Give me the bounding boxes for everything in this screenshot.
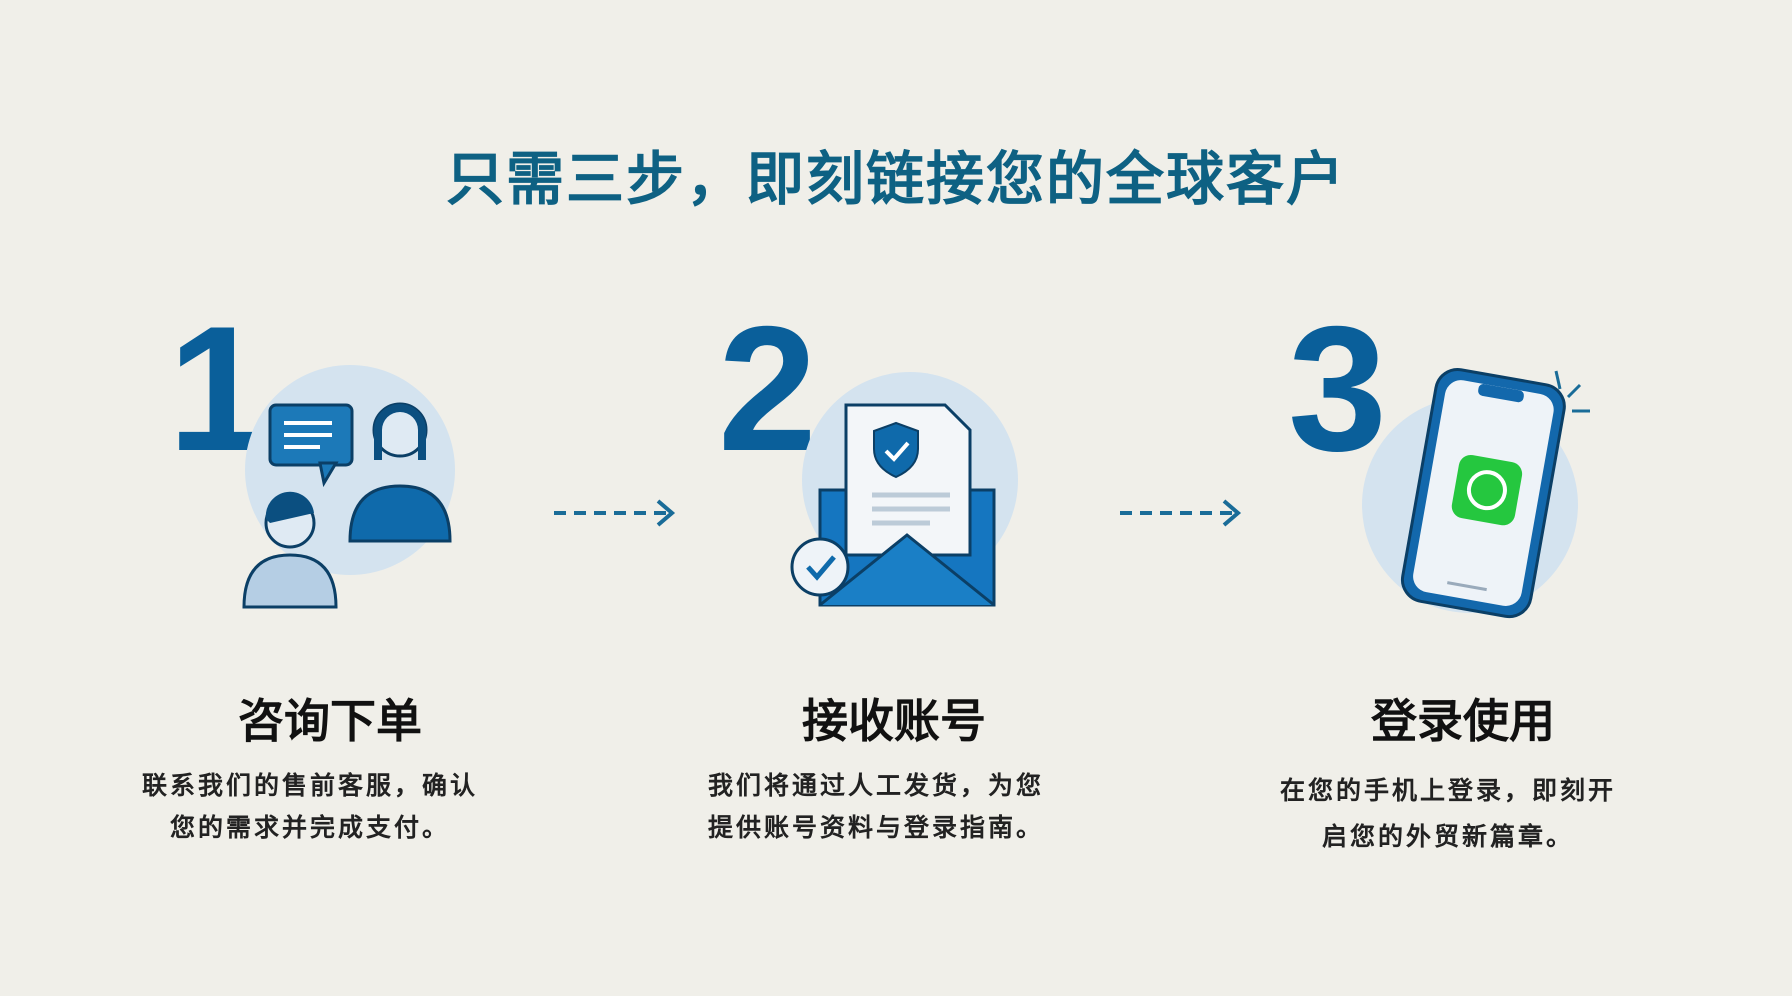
customer-service-chat-icon xyxy=(242,365,455,609)
dashed-arrow-icon xyxy=(554,499,676,527)
step-1-description: 联系我们的售前客服，确认 您的需求并完成支付。 xyxy=(60,765,560,849)
step-number-2: 2 xyxy=(718,289,817,488)
step-2-title: 接收账号 xyxy=(802,694,986,748)
desc-line: 提供账号资料与登录指南。 xyxy=(707,813,1044,842)
dashed-arrow-icon xyxy=(1120,499,1242,527)
step-3-description: 在您的手机上登录，即刻开 启您的外贸新篇章。 xyxy=(1198,768,1698,860)
desc-line: 联系我们的售前客服，确认 xyxy=(141,771,478,800)
desc-line: 您的需求并完成支付。 xyxy=(169,813,450,842)
page-title: 只需三步，即刻链接您的全球客户 xyxy=(445,145,1346,213)
phone-whatsapp-icon xyxy=(1362,368,1590,619)
step-3-title: 登录使用 xyxy=(1371,694,1555,748)
desc-line: 我们将通过人工发货，为您 xyxy=(707,771,1044,800)
desc-line: 在您的手机上登录，即刻开 xyxy=(1279,776,1616,805)
desc-line: 启您的外贸新篇章。 xyxy=(1321,822,1574,851)
envelope-document-check-icon xyxy=(790,372,1018,607)
step-1-title: 咨询下单 xyxy=(238,694,422,748)
step-2-description: 我们将通过人工发货，为您 提供账号资料与登录指南。 xyxy=(626,765,1126,849)
step-number-3: 3 xyxy=(1288,289,1387,488)
